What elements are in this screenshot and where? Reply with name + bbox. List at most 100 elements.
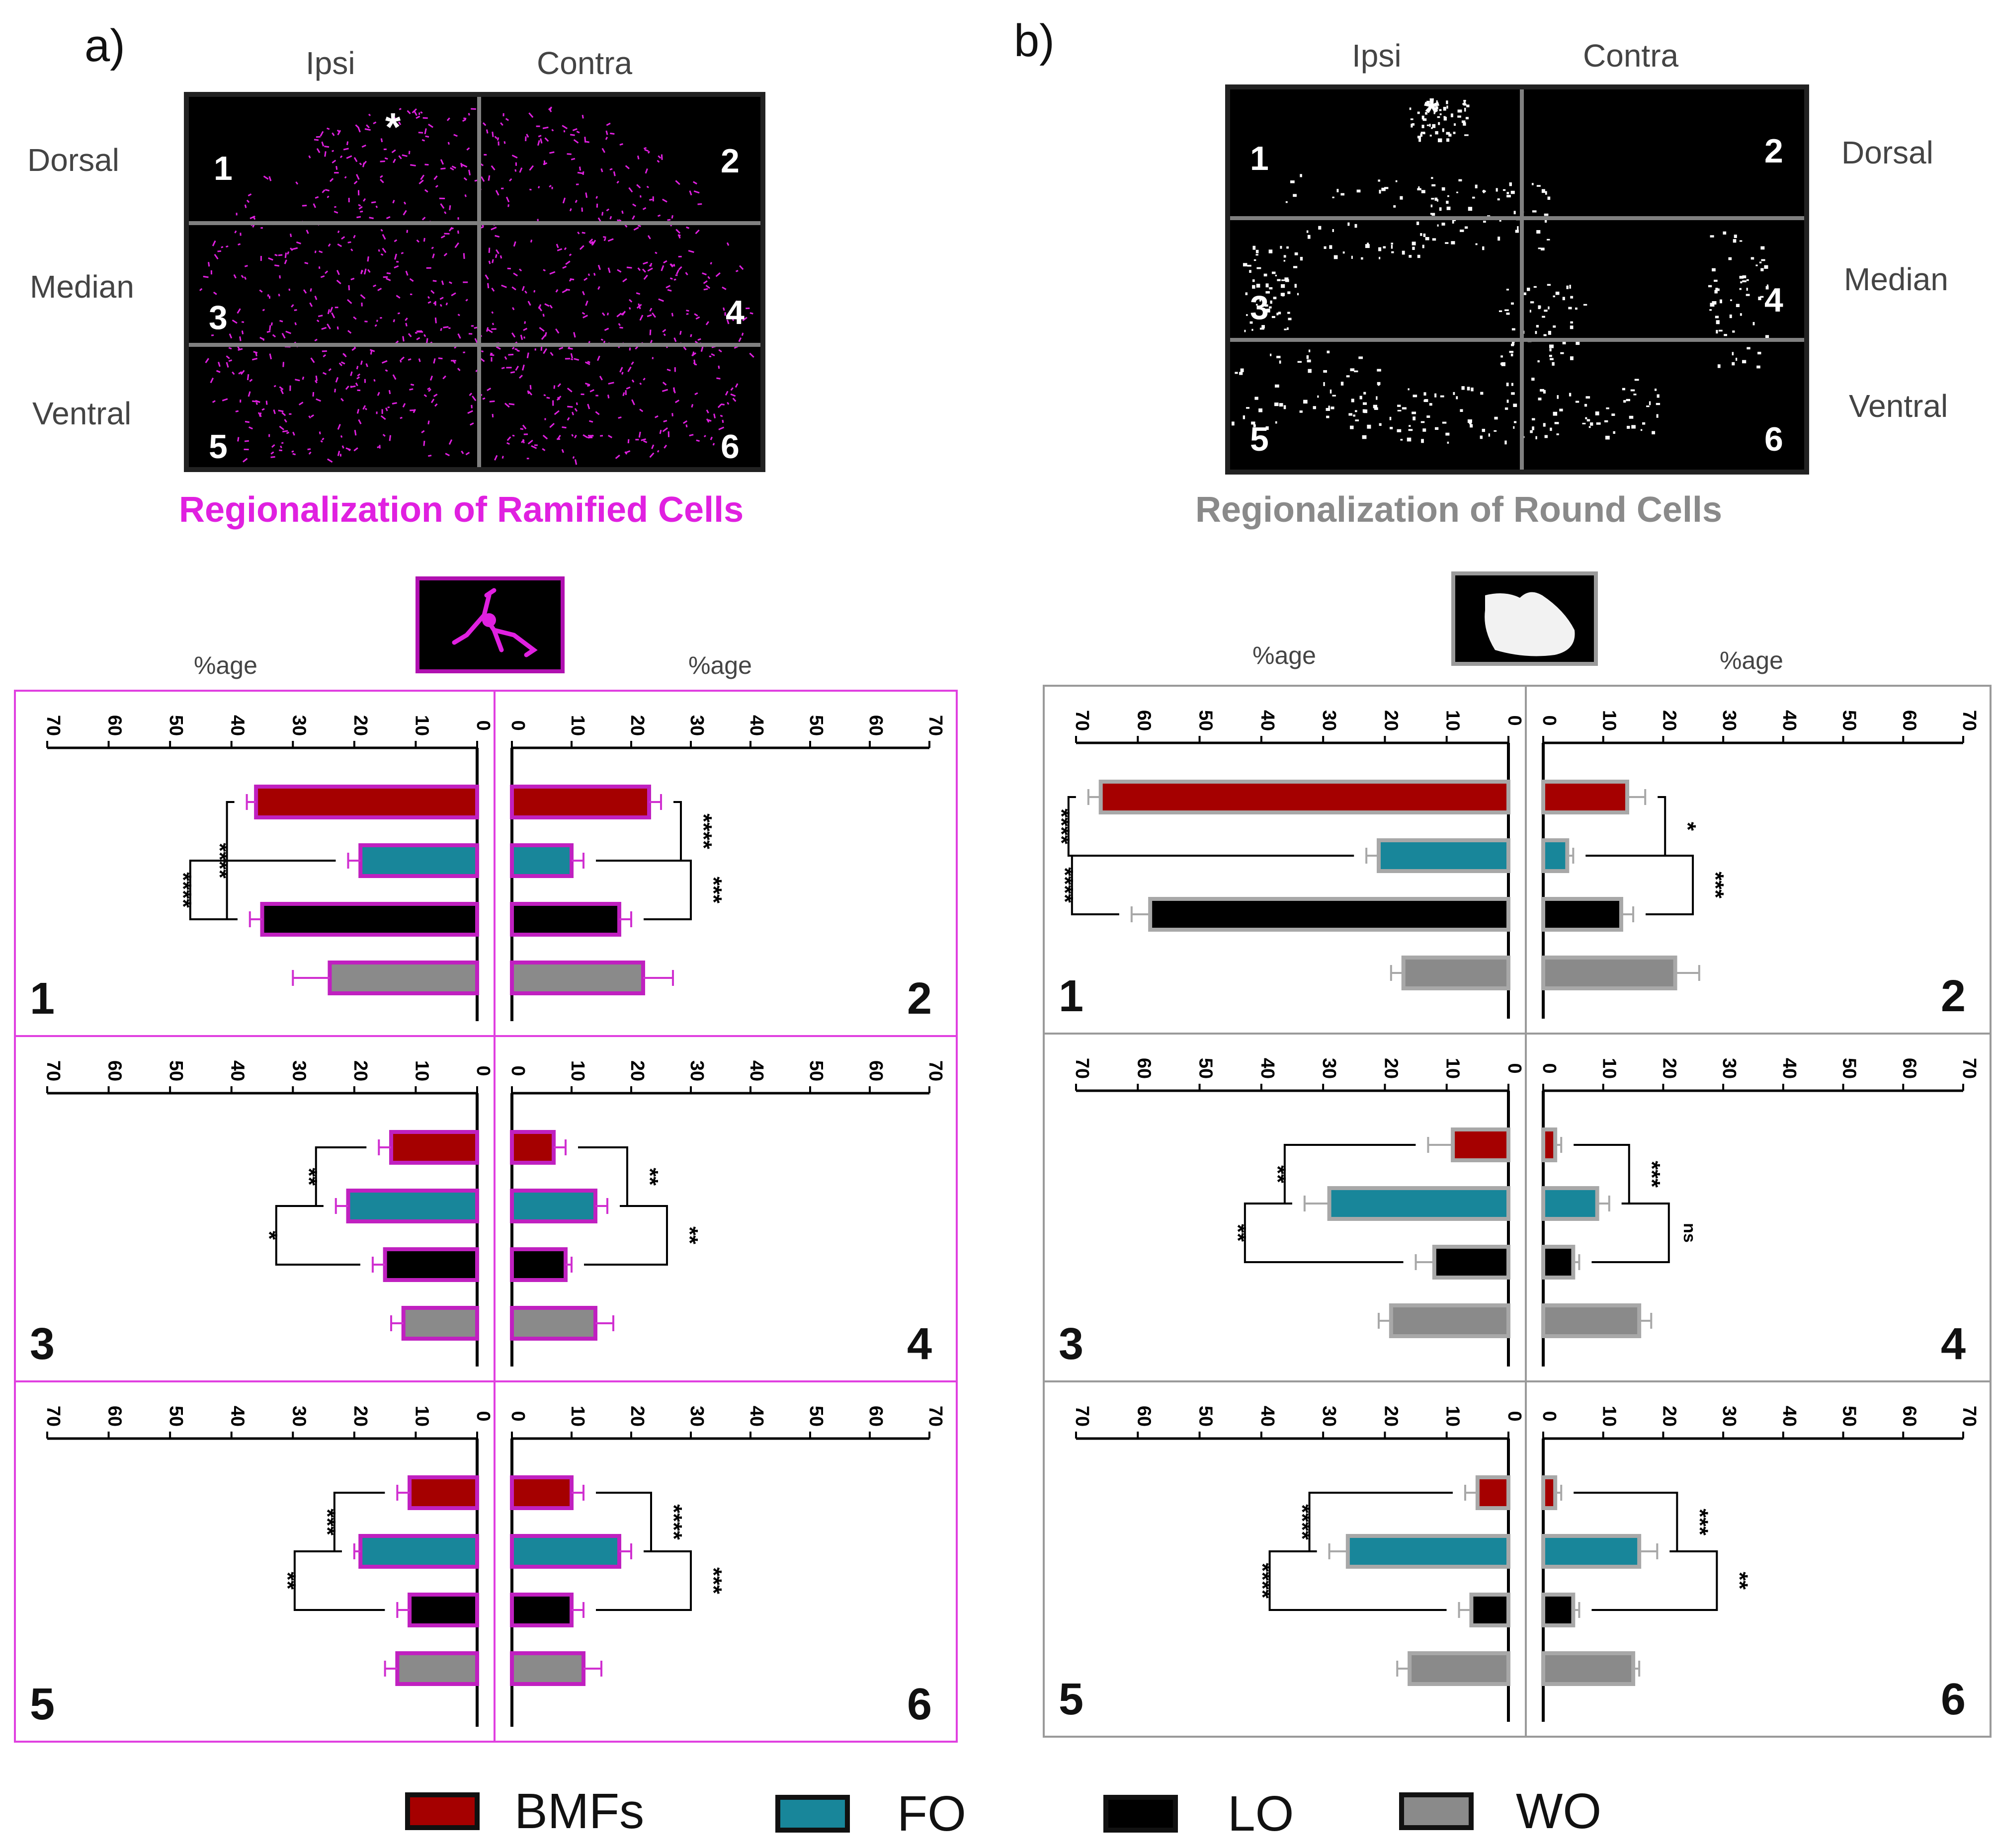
bar-bmfs: [254, 785, 480, 819]
axis-tick-label: 10: [1442, 710, 1463, 731]
ramified-cell-mark: [430, 290, 435, 294]
ramified-cell-mark: [505, 118, 509, 121]
round-cell-mark: [1270, 300, 1272, 304]
quadrant-3-label: 3: [1250, 289, 1269, 326]
ramified-cell-mark: [584, 361, 590, 365]
panel-a-letter: a): [84, 20, 125, 71]
round-cell-mark: [1434, 393, 1437, 398]
ramified-cell-mark: [291, 304, 294, 308]
round-cell-mark: [1438, 122, 1440, 125]
round-cell-mark: [1303, 400, 1308, 404]
round-cell-mark: [1367, 424, 1371, 429]
region-number-label: 1: [30, 974, 55, 1024]
bar-wo: [328, 961, 480, 995]
round-cell-mark: [1756, 365, 1760, 369]
ramified-cell-mark: [375, 205, 378, 208]
ramified-cell-mark: [336, 129, 340, 132]
ramified-cell-mark: [689, 190, 692, 196]
ramified-cell-mark: [628, 187, 633, 193]
round-cell-mark: [1483, 221, 1486, 223]
ramified-cell-mark: [694, 392, 698, 396]
round-cell-mark: [1327, 350, 1330, 353]
ramified-cell-mark: [433, 175, 438, 180]
ramified-cell-mark: [488, 260, 491, 264]
ramified-cell-mark: [472, 396, 477, 402]
bar-lo: [1541, 897, 1623, 932]
ramified-cell-mark: [377, 288, 382, 291]
ramified-cell-mark: [712, 443, 715, 446]
ramified-cell-mark: [294, 309, 297, 312]
round-cell-mark: [1445, 432, 1450, 436]
axis-tick-label: 60: [1899, 1058, 1919, 1079]
round-cell-mark: [1279, 403, 1283, 407]
ramified-cell-mark: [551, 129, 554, 132]
axis-tick-label: 30: [1719, 1058, 1740, 1079]
ramified-cell-mark: [344, 176, 347, 179]
axis-tick-label: 50: [166, 1406, 186, 1427]
round-cell-mark: [1543, 423, 1546, 427]
ramified-cell-mark: [649, 452, 655, 458]
round-cell-mark: [1461, 386, 1465, 390]
round-cell-mark: [1430, 213, 1433, 215]
ramified-cell-mark: [342, 353, 346, 356]
round-cell-mark: [1457, 109, 1462, 113]
ramified-cell-mark: [392, 374, 397, 380]
round-cell-mark: [1760, 246, 1765, 250]
ramified-cell-mark: [508, 178, 512, 182]
ramified-cell-mark: [285, 330, 292, 334]
round-cell-mark: [1553, 325, 1556, 328]
ramified-cell-mark: [556, 396, 562, 401]
ramified-cell-mark: [402, 336, 405, 342]
ramified-cell-mark: [582, 312, 585, 315]
axis-tick-label: 20: [1659, 1406, 1679, 1427]
round-cell-mark: [1409, 425, 1411, 427]
axis-tick-label: 50: [1195, 1058, 1216, 1079]
round-cell-mark: [1623, 400, 1626, 403]
ramified-cell-mark: [368, 113, 371, 116]
round-cell-mark: [1556, 433, 1559, 435]
quadrant-1-label: 1: [1250, 140, 1269, 177]
ramified-cell-mark: [347, 330, 352, 334]
ramified-cell-mark: [511, 332, 516, 338]
round-cell-mark: [1423, 392, 1426, 396]
round-cell-mark: [1430, 204, 1433, 208]
axis-tick-label: 70: [1072, 710, 1092, 731]
ramified-cell-mark: [515, 365, 519, 371]
ramified-cell-mark: [237, 308, 241, 314]
region-number-label: 1: [1059, 971, 1083, 1021]
ramified-cell-mark: [248, 193, 252, 197]
ramified-cell-mark: [244, 276, 247, 280]
panel-a-age-label-left: %age: [194, 651, 257, 679]
ramified-cell-mark: [353, 157, 358, 162]
round-cell-mark: [1542, 316, 1545, 318]
ramified-cell-mark: [444, 211, 447, 214]
round-cell-mark: [1588, 426, 1591, 428]
panel-a-row-dorsal: Dorsal: [27, 142, 119, 178]
round-cell-mark: [1306, 355, 1309, 359]
bar-wo: [1541, 1651, 1636, 1686]
round-cell-mark: [1710, 235, 1714, 238]
panel-a-row-ventral: Ventral: [32, 396, 132, 431]
round-cell-mark: [1261, 325, 1265, 328]
ramified-cell-mark: [270, 451, 274, 455]
significance-label: ***: [315, 1509, 340, 1535]
round-cell-mark: [1243, 263, 1247, 267]
round-cell-mark: [1354, 410, 1357, 412]
ramified-cell-mark: [461, 163, 468, 168]
round-cell-mark: [1263, 273, 1267, 277]
ramified-cell-mark: [685, 272, 688, 276]
bar-fo: [358, 843, 480, 878]
ramified-cell-mark: [364, 407, 367, 410]
round-cell-mark: [1736, 357, 1738, 361]
round-cell-mark: [1259, 299, 1261, 302]
ramified-cell-mark: [662, 198, 667, 203]
ramified-cell-mark: [524, 290, 527, 294]
ramified-cell-mark: [421, 217, 426, 221]
ramified-cell-mark: [730, 387, 734, 391]
ramified-cell-mark: [663, 333, 666, 336]
axis-tick-label: 30: [288, 1060, 309, 1081]
round-cell-mark: [1543, 390, 1546, 394]
round-cell-mark: [1418, 138, 1421, 142]
